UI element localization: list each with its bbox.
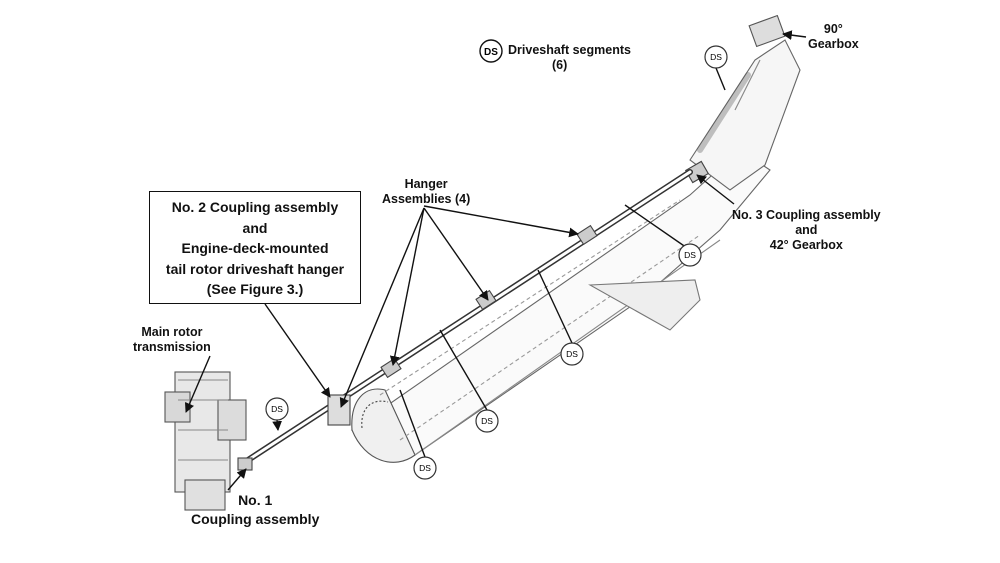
- svg-text:DS: DS: [566, 349, 578, 359]
- svg-text:DS: DS: [271, 404, 283, 414]
- ds-marker: DS: [413, 456, 437, 480]
- hanger-assemblies-label: Hanger Assemblies (4): [382, 177, 471, 206]
- svg-text:DS: DS: [481, 416, 493, 426]
- legend-line-1: Driveshaft segments: [508, 43, 631, 57]
- no3-coupling-label: No. 3 Coupling assembly and 42° Gearbox: [732, 208, 881, 252]
- ds-markers: DS DS DS DS DS DS: [265, 45, 728, 480]
- leader-lines: [184, 30, 807, 491]
- no1-coupling-label: No. 1 Coupling assembly: [191, 492, 320, 527]
- svg-text:DS: DS: [684, 250, 696, 260]
- svg-text:DS: DS: [419, 463, 431, 473]
- legend-label: Driveshaft segments (6): [508, 43, 631, 73]
- gearbox-90-label: 90° Gearbox: [808, 22, 859, 51]
- svg-text:DS: DS: [710, 52, 722, 62]
- no2-coupling-callout: No. 2 Coupling assembly and Engine-deck-…: [149, 191, 361, 304]
- legend-line-2: (6): [552, 58, 568, 72]
- legend-ds-symbol: DS: [479, 39, 503, 63]
- ds-marker: DS: [704, 45, 728, 69]
- ds-marker: DS: [560, 342, 584, 366]
- main-rotor-transmission-label: Main rotor transmission: [133, 325, 211, 354]
- ds-marker: DS: [475, 409, 499, 433]
- tail-boom-illustration: [164, 14, 801, 511]
- ds-marker: DS: [265, 397, 289, 421]
- ds-marker: DS: [678, 243, 702, 267]
- svg-text:DS: DS: [484, 47, 498, 58]
